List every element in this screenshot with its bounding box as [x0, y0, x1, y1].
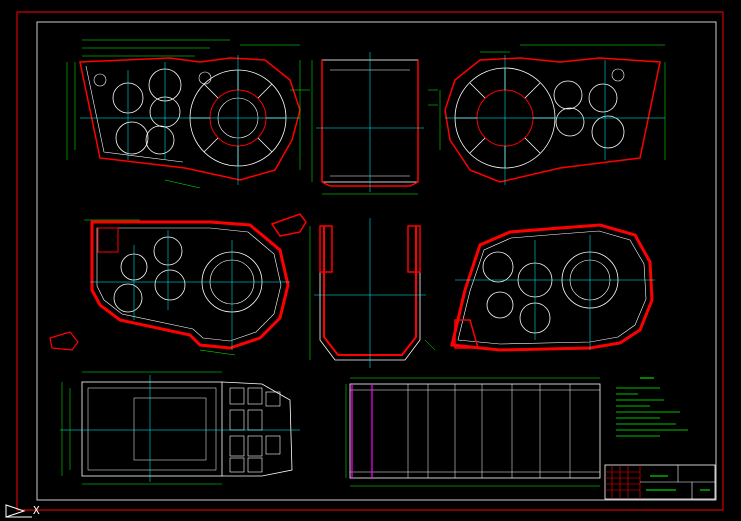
- outer-sheet-frame: [16, 11, 724, 511]
- inner-sheet-frame: [36, 21, 717, 501]
- middle-center-section[interactable]: [309, 218, 436, 368]
- top-right-housing-view[interactable]: [439, 44, 666, 185]
- ucs-icon: [5, 504, 32, 518]
- technical-notes: [616, 377, 688, 437]
- middle-left-housing-section[interactable]: [49, 213, 307, 356]
- ucs-x-axis-label: X: [33, 504, 40, 517]
- top-center-section-view[interactable]: [311, 52, 438, 195]
- bottom-center-development-view[interactable]: [345, 377, 601, 487]
- middle-right-housing-section[interactable]: [450, 223, 655, 352]
- top-left-housing-view[interactable]: [66, 39, 310, 189]
- title-block[interactable]: [604, 464, 716, 500]
- bottom-left-plan-view[interactable]: [60, 371, 300, 485]
